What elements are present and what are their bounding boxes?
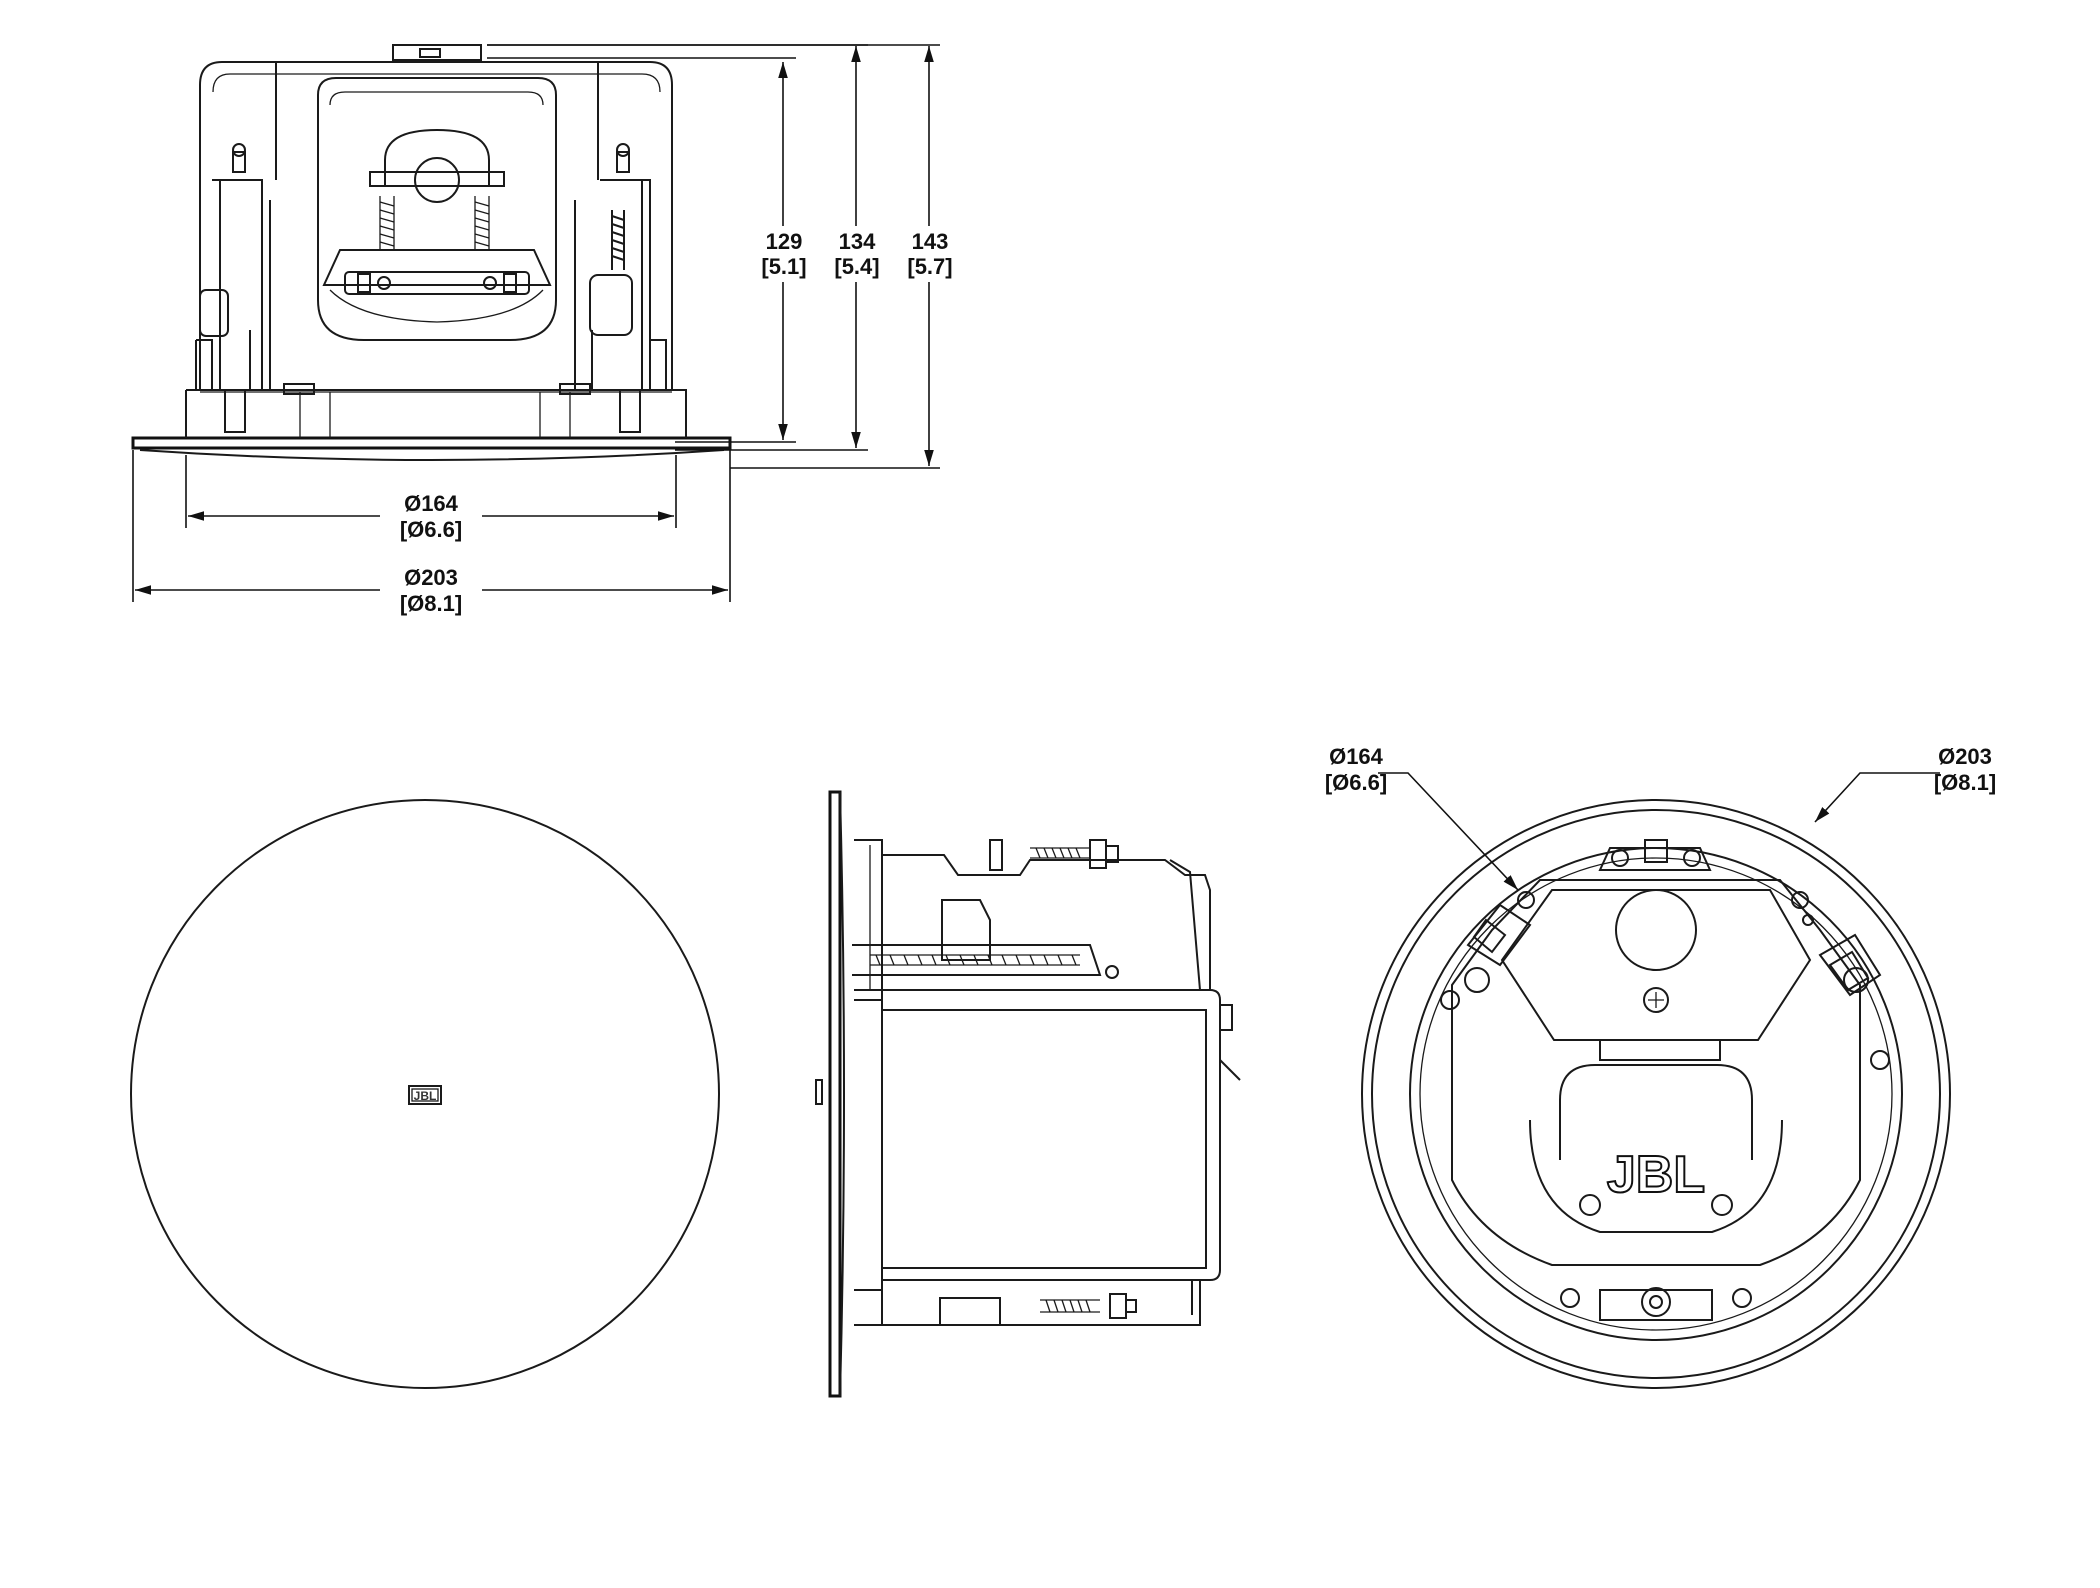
front-elevation-view [131,44,732,461]
dim-203-mm: Ø203 [404,565,458,590]
rear-logo: JBL [1607,1146,1705,1204]
dim-203-in: [Ø8.1] [400,591,462,616]
grille-front-view [130,799,720,1389]
dim-143-in: [5.7] [907,254,952,279]
dim-129-mm: 129 [766,229,803,254]
rear-dim-203-in: [Ø8.1] [1934,770,1996,795]
side-view [815,790,1241,1398]
dim-164-in: [Ø6.6] [400,517,462,542]
dim-129-in: [5.1] [761,254,806,279]
rear-dim-203-mm: Ø203 [1938,744,1992,769]
rear-dim-164-mm: Ø164 [1329,744,1384,769]
dim-134-in: [5.4] [834,254,879,279]
grille-logo: JBL [414,1089,437,1103]
dim-134-mm: 134 [839,229,876,254]
rear-view [1361,799,1951,1389]
rear-leader-lines [1378,772,1940,891]
dim-143-mm: 143 [912,229,949,254]
rear-dim-164-in: [Ø6.6] [1325,770,1387,795]
dim-164-mm: Ø164 [404,491,459,516]
